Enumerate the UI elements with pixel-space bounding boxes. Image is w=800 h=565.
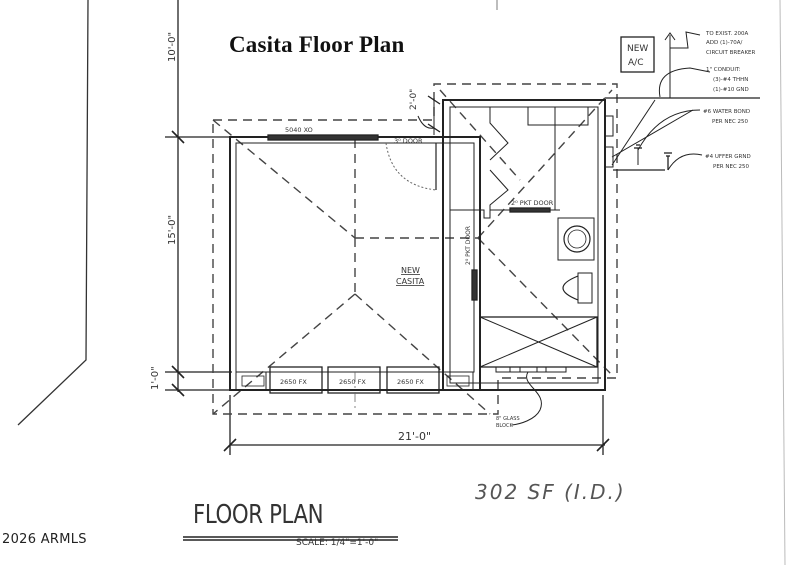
note-glass-block-2: BLOCK — [496, 423, 513, 429]
scale-label: SCALE: 1/4"=1'-0" — [296, 538, 379, 548]
room-label-casita: CASITA — [396, 277, 425, 286]
floor-plan-label: FLOOR PLAN — [193, 500, 324, 530]
note-glass-block-1: 8" GLASS — [496, 416, 520, 422]
note-conduit-1: 1" CONDUIT: — [706, 67, 741, 73]
dim-door-offset: 2'-0" — [409, 89, 419, 110]
area-note: 302 SF (I.D.) — [475, 480, 626, 504]
window-bottom-label-2: 2650 FX — [339, 378, 366, 386]
window-bottom-label-1: 2650 FX — [280, 378, 307, 386]
note-electrical-1: TO EXIST. 200A — [705, 31, 748, 37]
new-ac-label-1: NEW — [627, 44, 648, 54]
entry-door-label: 3⁰ DOOR — [394, 137, 423, 145]
property-line — [17, 0, 89, 426]
room-label-new: NEW — [401, 266, 420, 275]
note-electrical-2: ADD (1)-70A/ — [706, 40, 743, 46]
window-bottom-label-3: 2650 FX — [397, 378, 424, 386]
dim-width: 21'-0" — [398, 430, 431, 443]
dim-depth: 15'-0" — [167, 215, 178, 245]
dim-bottom-offset: 1'-0" — [150, 366, 161, 390]
note-ufer-ground-2: PER NEC 250 — [713, 164, 750, 170]
note-electrical-3: CIRCUIT BREAKER — [706, 50, 756, 56]
dim-top-setback: 10'-0" — [167, 32, 178, 62]
copyright-watermark: 2026 ARMLS — [2, 532, 87, 547]
note-water-bond-2: PER NEC 250 — [712, 119, 749, 125]
bath-door-label: 2⁰ PKT DOOR — [511, 199, 554, 207]
note-conduit-2: (3)-#4 THHN — [713, 77, 748, 83]
page-title: Casita Floor Plan — [229, 32, 405, 57]
note-ufer-ground-1: #4 UFFER GRND — [705, 154, 751, 160]
new-ac-label-2: A/C — [628, 58, 643, 68]
note-conduit-3: (1)-#10 GND — [713, 87, 749, 93]
window-top-label: 5040 XO — [285, 126, 313, 134]
note-water-bond-1: #6 WATER BOND — [703, 109, 750, 115]
casita-door-label: 2⁰ PKT DOOR — [465, 226, 472, 265]
